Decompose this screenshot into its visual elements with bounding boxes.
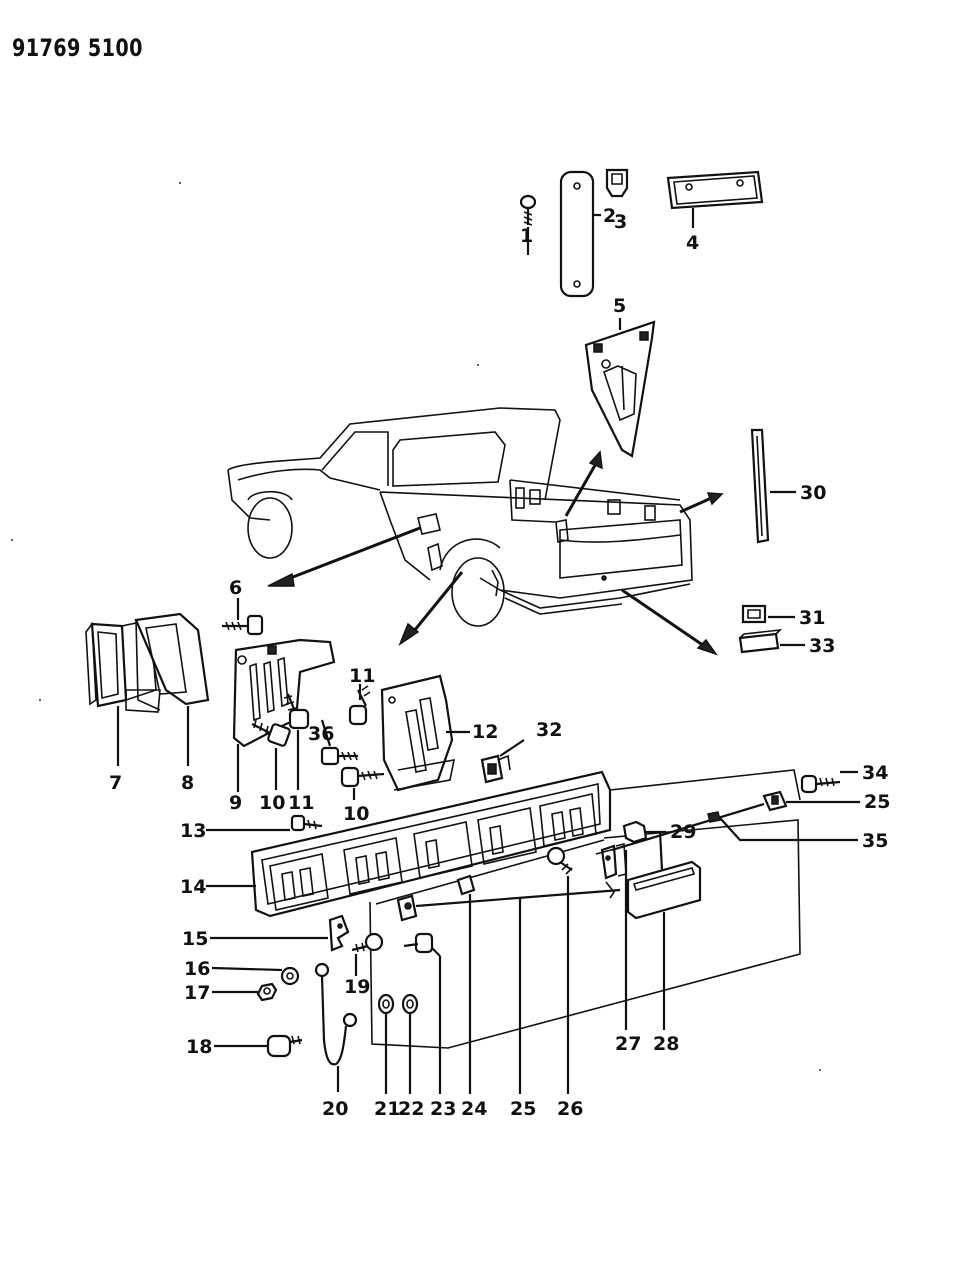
part-30-strip: [750, 428, 770, 544]
callout-16: 16: [184, 958, 210, 980]
callout-8: 8: [181, 772, 194, 794]
part-4-pad: [666, 170, 764, 210]
part-12-plate: [380, 674, 456, 792]
callout-10-left: 10: [259, 792, 285, 814]
leader-29-b: [658, 831, 664, 871]
part-5-bracket: [584, 320, 656, 458]
diagram-code: 91769 5100: [12, 34, 143, 62]
part-20-cable: [314, 962, 358, 1066]
leader-32: [499, 739, 525, 757]
part-14-panel: [250, 770, 612, 918]
part-33-block: [738, 628, 783, 654]
callout-13: 13: [180, 820, 206, 842]
callout-4: 4: [686, 232, 699, 254]
tailgate-outline: [369, 769, 801, 1049]
part-22-bushing: [401, 993, 419, 1015]
callout-26: 26: [557, 1098, 583, 1120]
part-11-bolt-right: [348, 685, 371, 726]
part-29-bumper: [622, 820, 648, 844]
callout-32: 32: [536, 719, 562, 741]
callout-2: 2: [603, 205, 616, 227]
part-19-bolt: [351, 932, 384, 953]
callout-1: 1: [520, 225, 533, 247]
part-18-bolt: [266, 1034, 303, 1058]
part-25-rod-upper: [595, 790, 788, 855]
part-11-bolt-left: [283, 693, 310, 730]
callout-24: 24: [461, 1098, 487, 1120]
part-1-screw: [519, 194, 537, 226]
callout-20: 20: [322, 1098, 348, 1120]
callout-17: 17: [184, 982, 210, 1004]
leader-23-a: [431, 947, 441, 957]
callout-6: 6: [229, 577, 242, 599]
callout-21: 21: [374, 1098, 400, 1120]
scan-specks: [11, 182, 821, 1071]
callout-15: 15: [182, 928, 208, 950]
part-36-bolt: [320, 746, 358, 766]
callout-9: 9: [229, 792, 242, 814]
callout-23: 23: [430, 1098, 456, 1120]
callout-18: 18: [186, 1036, 212, 1058]
part-17-nut: [256, 982, 278, 1002]
callout-25-upper: 25: [864, 791, 890, 813]
part-16-nut: [280, 966, 300, 986]
leader-35: [719, 817, 858, 842]
part-6-bolt: [222, 614, 264, 636]
part-23-stopper: [403, 932, 434, 954]
part-21-bushing: [377, 993, 395, 1015]
part-26-bolt: [546, 846, 573, 875]
part-24-clip: [456, 874, 476, 896]
part-34-bolt: [800, 774, 841, 794]
callout-29: 29: [670, 821, 696, 843]
truck-outline: [227, 407, 693, 627]
pointer-arrows: [267, 450, 724, 656]
part-2-strip: [559, 170, 595, 298]
callout-5: 5: [613, 295, 626, 317]
leader-16: [211, 966, 283, 972]
part-35-clip: [707, 811, 721, 823]
part-8-frame: [125, 612, 210, 713]
callout-22: 22: [398, 1098, 424, 1120]
callout-31: 31: [799, 607, 825, 629]
callout-30: 30: [800, 482, 826, 504]
callout-36: 36: [308, 723, 334, 745]
callout-33: 33: [809, 635, 835, 657]
callout-7: 7: [109, 772, 122, 794]
part-3-clip: [605, 168, 629, 198]
part-10-bolt-right: [340, 766, 385, 788]
callout-10-right: 10: [343, 803, 369, 825]
callout-27: 27: [615, 1033, 641, 1055]
callout-25-lower: 25: [510, 1098, 536, 1120]
callout-14: 14: [180, 876, 206, 898]
callout-11-right: 11: [349, 665, 375, 687]
callout-35: 35: [862, 830, 888, 852]
part-15-hinge: [328, 914, 350, 952]
callout-11-left: 11: [288, 792, 314, 814]
callout-19: 19: [344, 976, 370, 998]
part-32-bracket: [480, 754, 511, 784]
part-13-screw: [290, 814, 323, 832]
callout-labels: 1 2 3 4 5 6 7 8 9 10 10 11 11 12 13 14 1…: [109, 205, 890, 1120]
part-31-clip: [741, 604, 767, 624]
leader-36: [320, 719, 332, 747]
callout-12: 12: [472, 721, 498, 743]
callout-28: 28: [653, 1033, 679, 1055]
part-28-handle: [626, 860, 702, 920]
part-10-bolt-left: [251, 719, 291, 747]
callout-34: 34: [862, 762, 888, 784]
part-25-rod-lower: [396, 888, 621, 922]
callout-3: 3: [614, 211, 627, 233]
